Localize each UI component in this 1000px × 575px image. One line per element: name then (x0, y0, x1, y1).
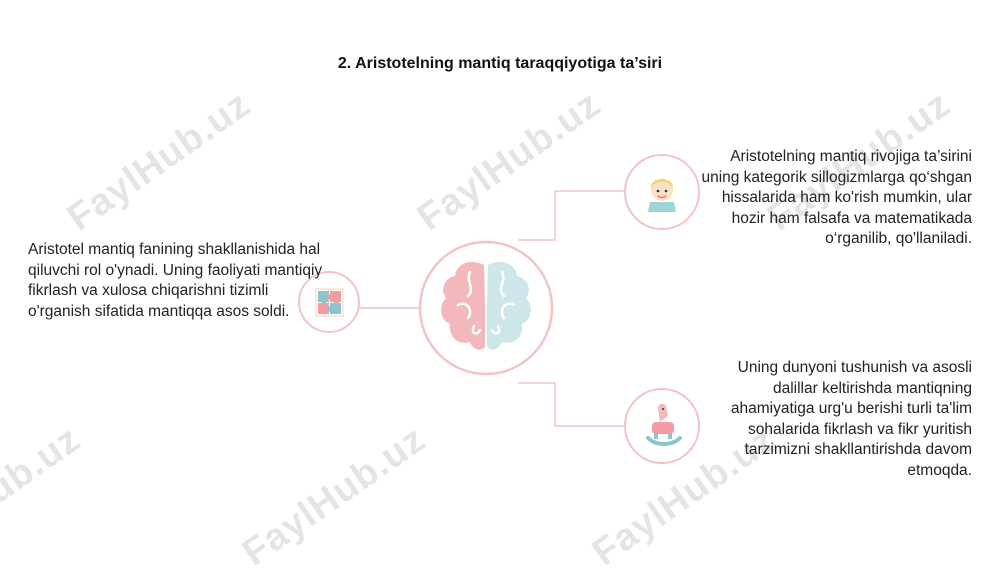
puzzle-icon (315, 288, 344, 317)
slide: FaylHub.uz FaylHub.uz FaylHub.uz FaylHub… (0, 55, 972, 574)
diagram (298, 154, 700, 464)
left-paragraph: Aristotel mantiq fanining shakllanishida… (28, 241, 323, 320)
child-face-icon (648, 179, 676, 212)
right-top-paragraph: Aristotelning mantiq rivojiga ta’sirini … (701, 148, 972, 247)
brain-icon (441, 262, 531, 350)
right-top-node (624, 154, 700, 230)
rocking-horse-icon (646, 403, 682, 446)
connector-bottom (518, 382, 624, 427)
slide-title: 2. Aristotelning mantiq taraqqiyotiga ta… (337, 55, 663, 72)
right-bottom-node (624, 388, 700, 464)
left-node (298, 271, 360, 333)
center-node (418, 240, 554, 376)
right-bottom-paragraph: Uning dunyoni tushunish va asosli dalill… (730, 359, 972, 479)
connector-top (518, 190, 624, 241)
